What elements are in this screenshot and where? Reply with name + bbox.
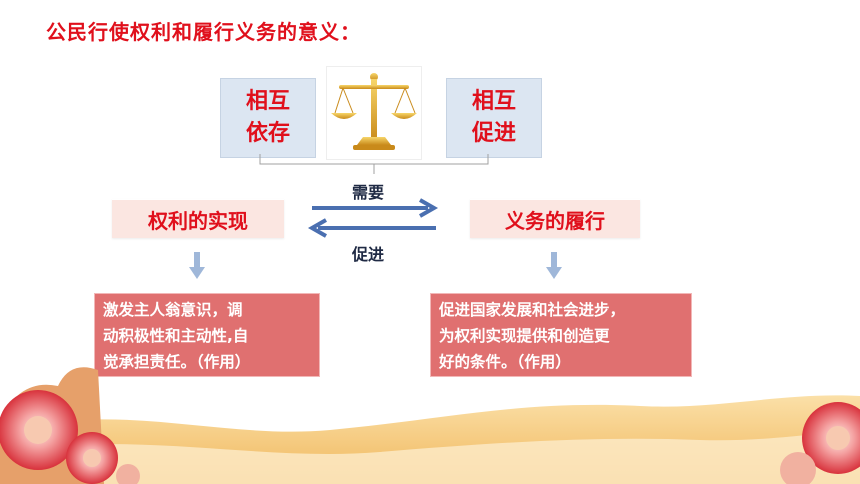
duties-effect-box: 促进国家发展和社会进步， 为权利实现提供和创造更 好的条件。（作用） bbox=[430, 293, 692, 377]
mutual-dependence-line1: 相互 bbox=[245, 89, 290, 114]
duties-effect-line3: 好的条件。（作用） bbox=[439, 353, 571, 371]
duties-effect-line1: 促进国家发展和社会进步， bbox=[439, 301, 626, 319]
need-label: 需要 bbox=[352, 183, 385, 202]
page-title: 公民行使权利和履行义务的意义： bbox=[46, 20, 361, 44]
rights-effect-line3: 觉承担责任。（作用） bbox=[103, 353, 251, 371]
mutual-dependence-box: 相互 依存 bbox=[220, 78, 316, 158]
promote-label: 促进 bbox=[352, 245, 385, 264]
mutual-promotion-box: 相互 促进 bbox=[446, 78, 542, 158]
gold-wave-band-light bbox=[0, 430, 860, 484]
right-down-arrow bbox=[546, 252, 562, 279]
gold-wave-band bbox=[0, 395, 860, 484]
rights-realization-pill: 权利的实现 bbox=[112, 199, 284, 238]
duties-fulfillment-pill: 义务的履行 bbox=[470, 199, 640, 238]
duties-effect-line2: 为权利实现提供和创造更 bbox=[439, 327, 610, 345]
rights-effect-line1: 激发主人翁意识，调 bbox=[103, 301, 243, 319]
brace-bracket bbox=[259, 154, 489, 174]
mutual-promotion-line1: 相互 bbox=[471, 89, 516, 114]
rights-effect-box: 激发主人翁意识，调 动积极性和主动性,自 觉承担责任。（作用） bbox=[94, 293, 320, 377]
mutual-promotion-line2: 促进 bbox=[471, 121, 516, 146]
right-peony-decoration bbox=[780, 402, 860, 484]
left-arrow bbox=[307, 218, 436, 238]
balance-scale-icon bbox=[326, 66, 422, 160]
rights-effect-line2: 动积极性和主动性,自 bbox=[103, 327, 249, 345]
left-down-arrow bbox=[189, 252, 205, 279]
left-peony-decoration bbox=[0, 367, 140, 484]
mutual-dependence-line2: 依存 bbox=[245, 121, 290, 146]
